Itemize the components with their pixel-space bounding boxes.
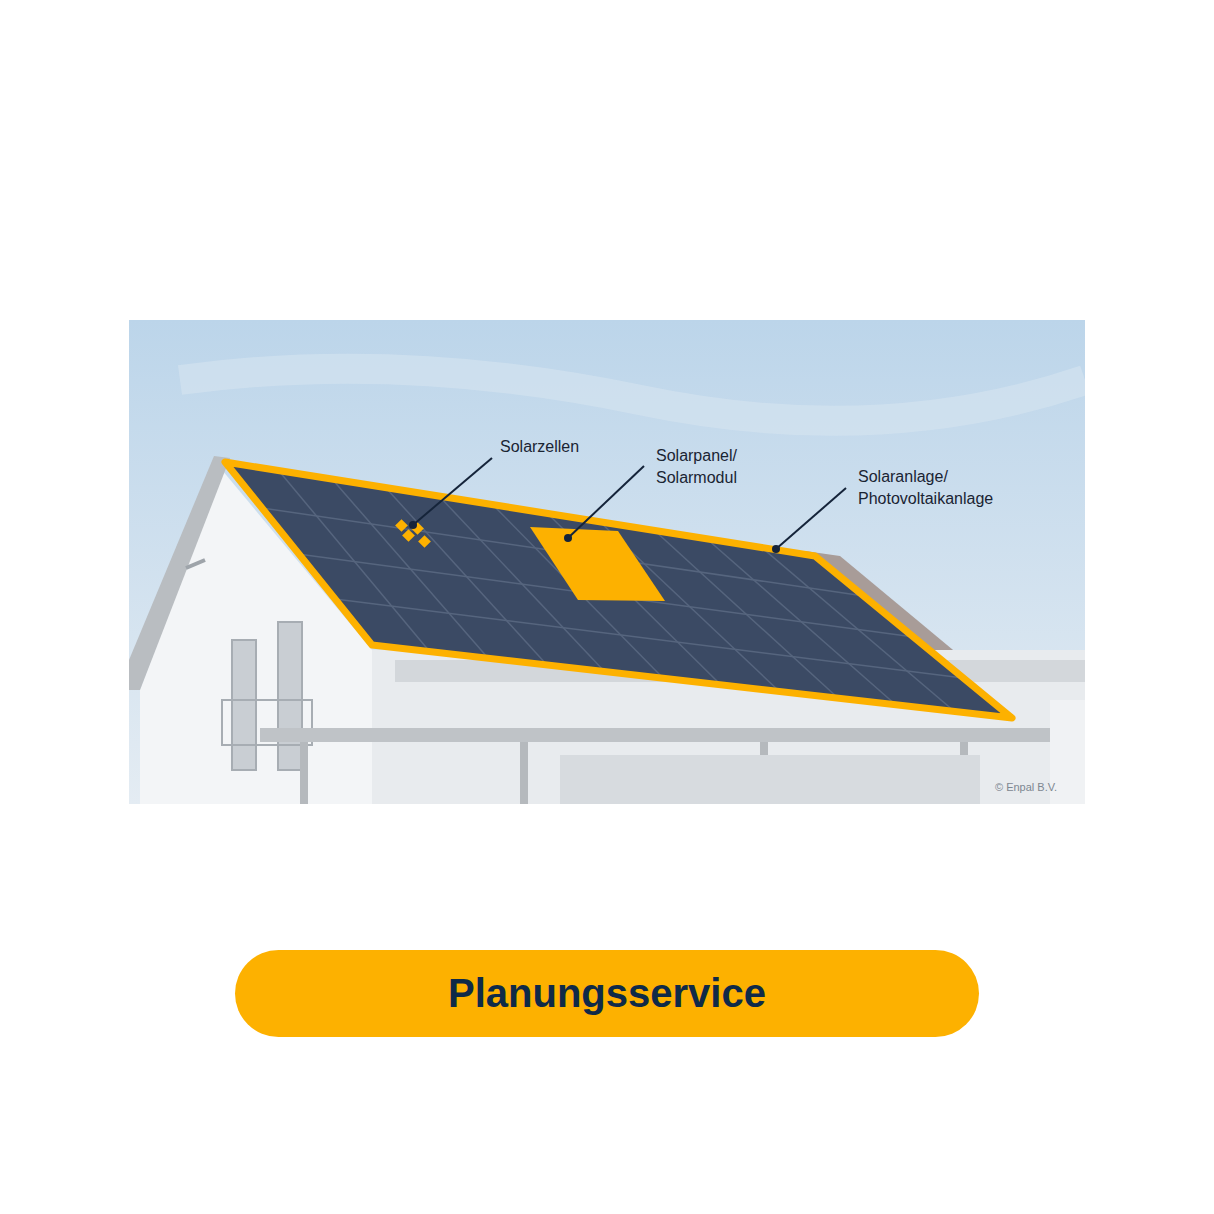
highlighted-cells <box>395 519 431 548</box>
watermark: © Enpal B.V. <box>995 780 1080 795</box>
highlighted-module <box>530 527 665 601</box>
window <box>278 622 302 770</box>
window <box>232 640 256 770</box>
window-band <box>560 755 980 804</box>
callout-label: Solarpanel/ Solarmodul <box>656 445 766 489</box>
cloud <box>180 369 1085 421</box>
porch-post <box>300 742 308 804</box>
porch-post <box>520 742 528 804</box>
porch-beam <box>260 728 1085 742</box>
leader-dots <box>409 521 780 553</box>
button-label: Planungsservice <box>448 971 766 1016</box>
callout-label: Solaranlage/ Photovoltaikanlage <box>858 466 1018 510</box>
leader-lines <box>413 458 846 549</box>
sky <box>129 320 1085 804</box>
gutter <box>186 560 205 568</box>
roof-edge <box>129 456 230 690</box>
service-button: Planungsservice <box>235 950 979 1037</box>
callout-label: Solarzellen <box>500 436 610 458</box>
